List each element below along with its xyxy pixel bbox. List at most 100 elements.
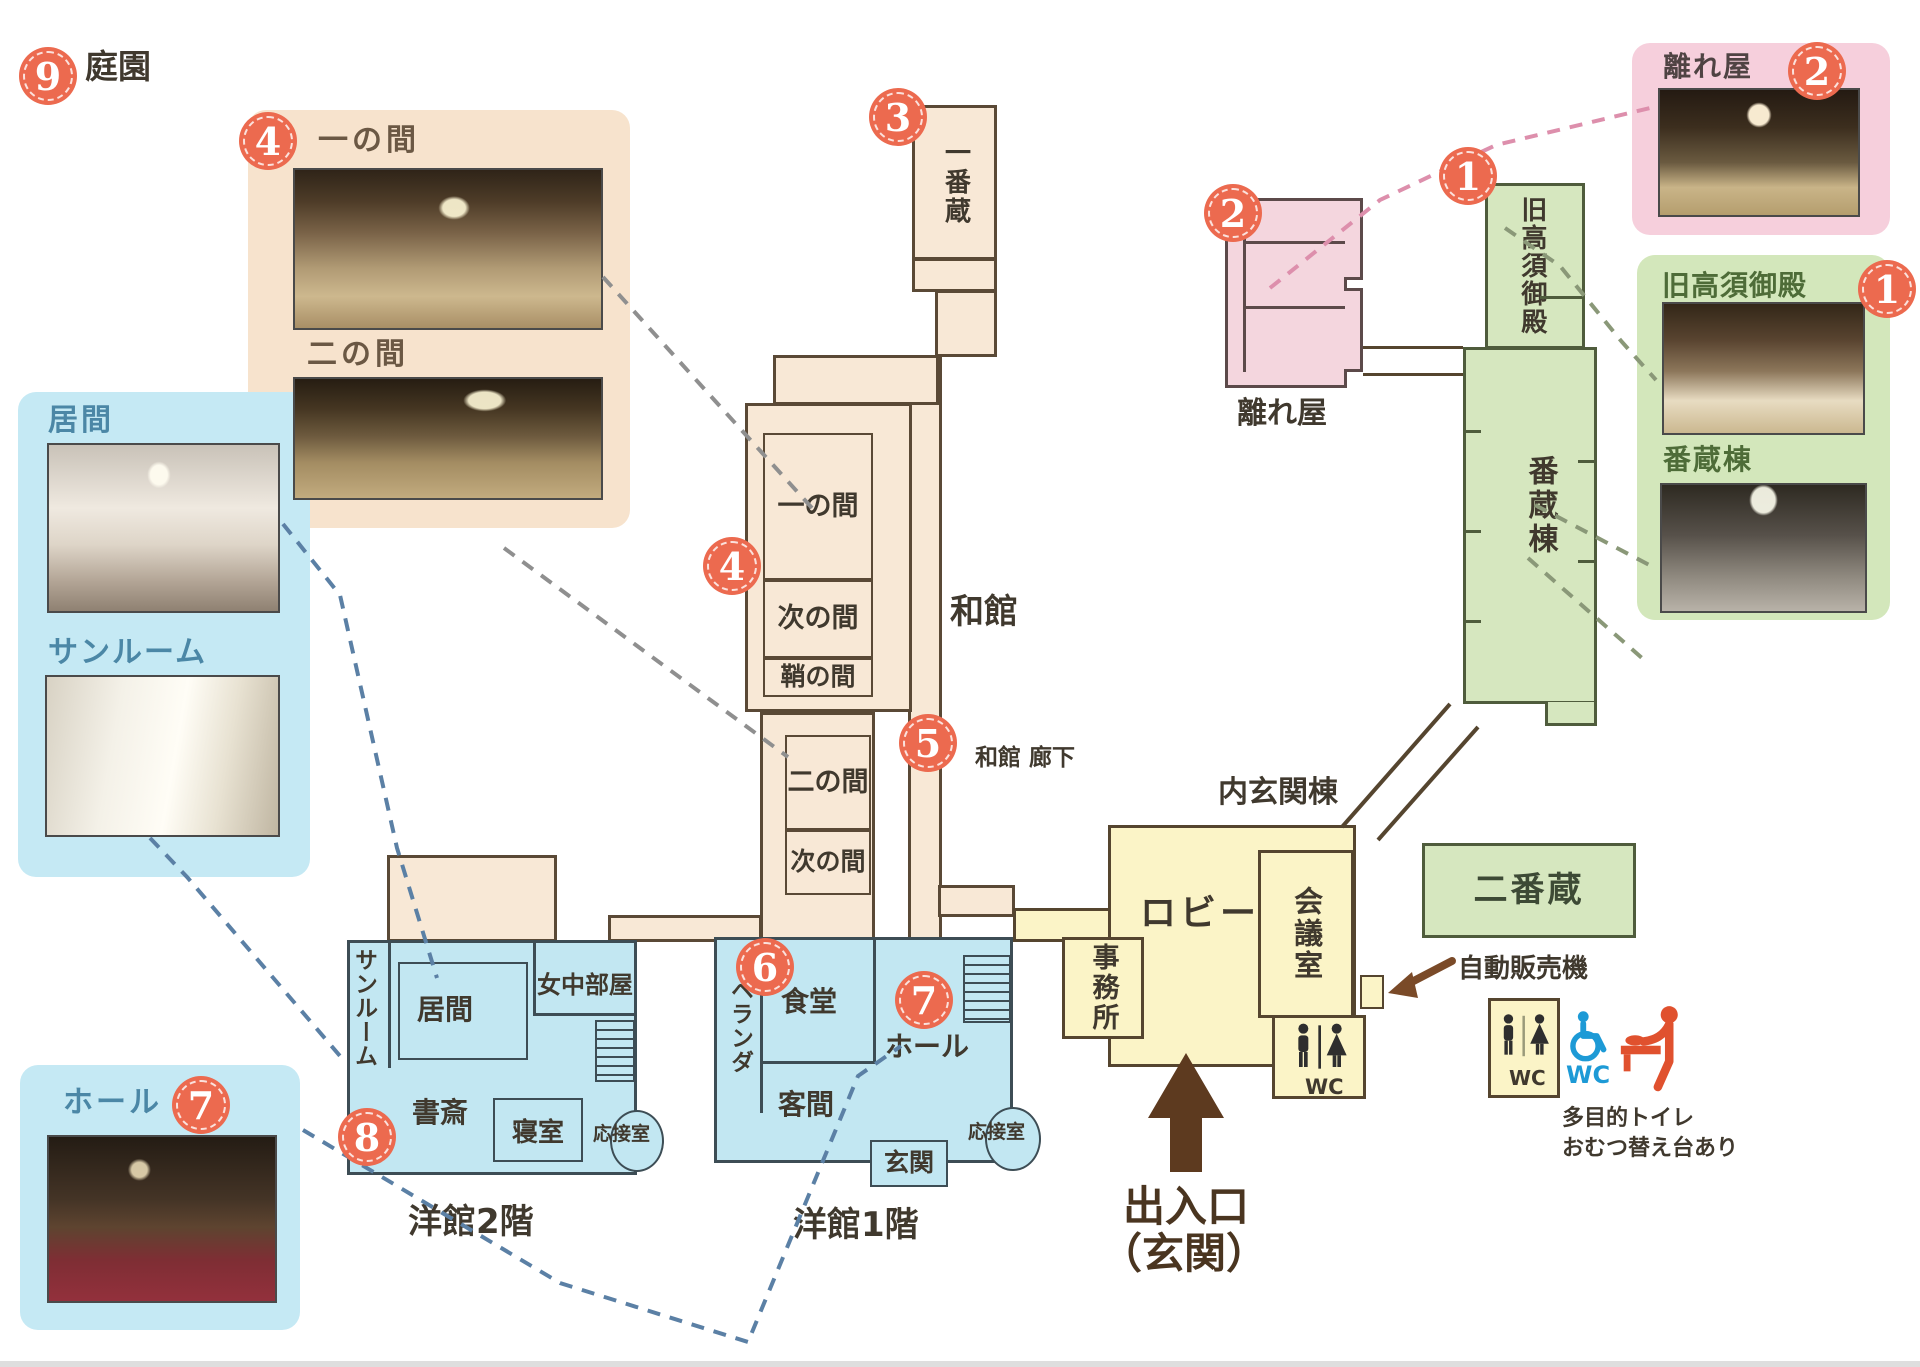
wc-figures-icon — [1503, 1014, 1549, 1057]
badge-garden: 9 — [19, 47, 77, 105]
goten-photo — [1662, 302, 1865, 435]
wall — [1465, 530, 1481, 533]
wakan-corridor — [908, 355, 942, 942]
goten-map-label: 旧高須御殿 — [1516, 196, 1547, 336]
badge-1-map: 1 — [1439, 147, 1497, 205]
badge-1-card: 1 — [1858, 260, 1916, 318]
badge-4-plan: 4 — [703, 537, 761, 595]
hall-plan-label: ホール — [885, 1030, 970, 1063]
wall — [1578, 460, 1595, 463]
entrance-arrow-icon — [1148, 1053, 1224, 1172]
room-genkan: 玄関 — [870, 1140, 948, 1187]
wc-figures-icon — [1298, 1023, 1347, 1069]
gate-label-1: 出入口 — [1123, 1182, 1250, 1231]
wall — [533, 942, 536, 1015]
hanare-map-label: 離れ屋 — [1237, 396, 1327, 431]
wall — [1540, 296, 1583, 299]
banzo-tab — [1545, 702, 1597, 726]
wall — [1465, 620, 1481, 623]
hanare-tab-upper — [1344, 198, 1363, 280]
maid-room-label: 女中部屋 — [537, 971, 633, 999]
legend-wc-label: WC — [1509, 1066, 1546, 1090]
ninoma-photo — [293, 377, 603, 500]
gate-label-2: （玄関） — [1100, 1229, 1269, 1278]
wall — [873, 939, 876, 1063]
badge-5-corridor: 5 — [899, 714, 957, 772]
living-plan-label: 居間 — [417, 993, 474, 1026]
lobby-wc-room: WC — [1272, 1015, 1366, 1099]
room-ichinoma: 一の間 — [763, 433, 873, 580]
wall — [533, 1013, 635, 1016]
card-ninoma-label: 二の間 — [307, 337, 409, 372]
wall — [1243, 306, 1345, 309]
room-sayanoma: 鞘の間 — [763, 658, 873, 697]
badge-7-card: 7 — [172, 1076, 230, 1134]
meeting-room: 会議室 — [1258, 850, 1354, 1018]
wall — [1465, 430, 1481, 433]
sunroom-photo — [45, 675, 280, 837]
bedroom-label: 寝室 — [512, 1118, 565, 1148]
wakan-corridor-label: 和館 廊下 — [975, 745, 1076, 771]
wakan-connector — [912, 258, 997, 292]
study-label: 書斎 — [412, 1096, 469, 1129]
yokan2f-caption: 洋館2階 — [408, 1202, 534, 1242]
baby-changing-icon — [1620, 1006, 1678, 1092]
legend-wc-box: WC — [1488, 998, 1560, 1098]
wall — [1243, 241, 1345, 244]
hanare-corridor — [1363, 346, 1463, 376]
wakan-ext-right — [938, 885, 1015, 917]
card-banzo-label: 番蔵棟 — [1663, 443, 1754, 476]
ichinoma-photo — [293, 168, 603, 330]
wakan-corridor-upper — [935, 290, 997, 357]
card-living-label: 居間 — [48, 403, 114, 438]
annex-corridor-line — [1376, 725, 1480, 842]
garden-label: 庭園 — [85, 47, 151, 86]
legend-note-2: おむつ替え台あり — [1562, 1136, 1739, 1161]
wall — [762, 1061, 875, 1064]
card-hall-label: ホール — [63, 1085, 162, 1120]
guest-label: 客間 — [778, 1088, 835, 1121]
room-tsuginoma-upper: 次の間 — [763, 580, 873, 658]
stairs-2f — [595, 1020, 635, 1082]
badge-7-plan: 7 — [895, 971, 953, 1029]
vending-arrow-head — [1388, 972, 1418, 998]
card-ichinoma-label: 一の間 — [318, 123, 420, 158]
reception-2f-label: 応接室 — [593, 1123, 651, 1145]
yokan1f-caption: 洋館1階 — [793, 1205, 919, 1245]
bottom-frame-bar — [0, 1361, 1920, 1367]
annex-label: 内玄関棟 — [1218, 775, 1338, 810]
vending-label: 自動販売機 — [1458, 954, 1589, 984]
wall — [760, 939, 763, 1113]
lobby-wc-label: WC — [1305, 1075, 1344, 1099]
vending-arrow-shaft — [1400, 957, 1456, 990]
reception-1f-label: 応接室 — [968, 1121, 1026, 1143]
card-goten-label: 旧高須御殿 — [1662, 269, 1808, 302]
veranda-label: ベランダ — [726, 978, 753, 1074]
ichibangura-label: 一番蔵 — [940, 139, 971, 226]
badge-8-study: 8 — [338, 1108, 396, 1166]
badge-6-veranda: 6 — [736, 938, 794, 996]
dining-label: 食堂 — [781, 985, 838, 1018]
wakan-step — [773, 355, 939, 405]
room-tsuginoma-lower: 次の間 — [785, 830, 871, 895]
ichibangura-room: 一番蔵 — [912, 105, 997, 260]
legend-blue-wc-label: WC — [1566, 1061, 1611, 1089]
card-sunroom-label: サンルーム — [48, 635, 208, 670]
card-hanare-label: 離れ屋 — [1663, 50, 1754, 83]
hanare-photo — [1658, 88, 1860, 217]
wakan-label: 和館 — [950, 592, 1018, 632]
legend-note-1: 多目的トイレ — [1562, 1106, 1695, 1131]
badge-4-card: 4 — [239, 112, 297, 170]
badge-2-map: 2 — [1204, 184, 1262, 242]
wall — [1243, 222, 1246, 372]
nibangura-building: 二番蔵 — [1422, 843, 1636, 938]
sunroom-plan-label: サンルーム — [350, 948, 377, 1068]
badge-3-ichibangura: 3 — [869, 88, 927, 146]
vending-machine-square — [1360, 975, 1384, 1009]
hall-photo — [47, 1135, 277, 1303]
wall — [1578, 560, 1595, 563]
banzo-photo — [1660, 483, 1867, 613]
wheelchair-icon — [1570, 1011, 1607, 1062]
living-photo — [47, 443, 280, 613]
